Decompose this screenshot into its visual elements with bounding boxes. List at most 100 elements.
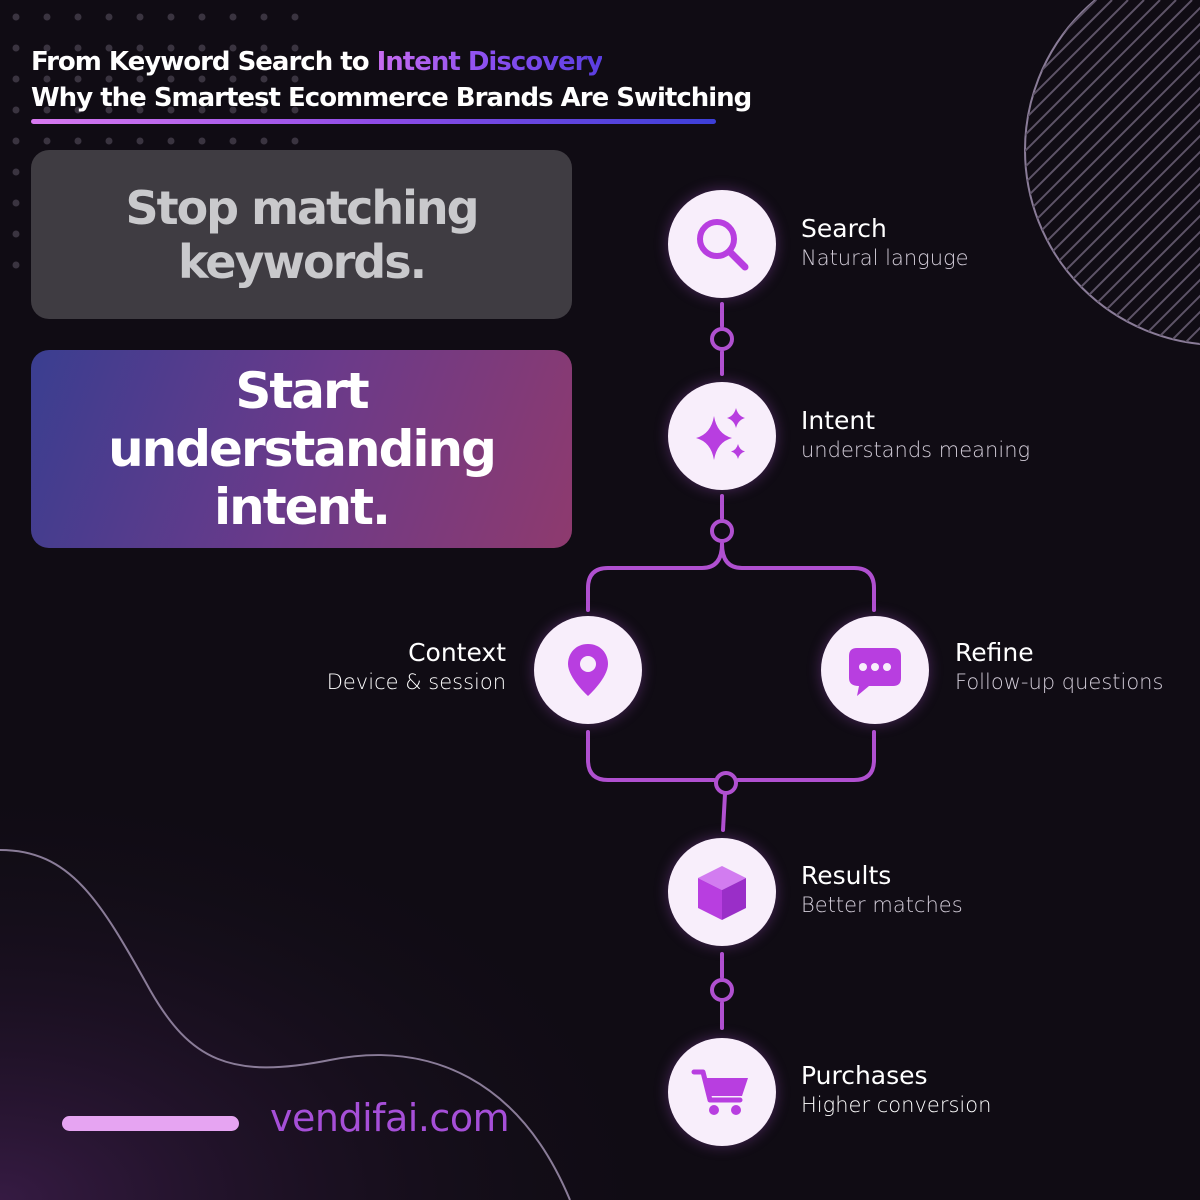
search-title: Search xyxy=(801,214,887,243)
grid-dot xyxy=(136,75,144,83)
title-underline xyxy=(31,119,716,124)
stop-matching-card: Stop matching keywords. xyxy=(31,150,572,319)
grid-dot xyxy=(198,13,206,21)
grid-dot xyxy=(229,44,237,52)
grid-dot xyxy=(229,13,237,21)
grid-dot xyxy=(167,44,175,52)
hatch-line xyxy=(1025,0,1200,345)
hatch-line xyxy=(1025,0,1177,345)
hatch-line xyxy=(1079,0,1200,345)
hatch-line xyxy=(1025,0,1200,345)
intent-desc: understands meaning xyxy=(801,438,1031,462)
grid-dot xyxy=(43,44,51,52)
grid-dot xyxy=(229,106,237,114)
grid-dot xyxy=(291,13,299,21)
grid-dot xyxy=(198,44,206,52)
grid-dot xyxy=(74,137,82,145)
grid-dot xyxy=(167,137,175,145)
start-understanding-card: Start understanding intent. xyxy=(31,350,572,548)
grid-dot xyxy=(12,261,20,269)
grid-dot xyxy=(74,106,82,114)
intent-label: Intent understands meaning xyxy=(801,406,1030,464)
context-label: Context Device & session xyxy=(327,638,506,696)
location-pin-icon xyxy=(568,644,608,696)
grid-dot xyxy=(12,75,20,83)
hatch-line xyxy=(1025,0,1145,345)
footer-url[interactable]: vendifai.com xyxy=(270,1096,510,1140)
hatch-line xyxy=(1127,0,1200,345)
hatch-line xyxy=(1025,0,1129,345)
results-label: Results Better matches xyxy=(801,861,963,919)
search-label: Search Natural languge xyxy=(801,214,969,272)
package-box-icon xyxy=(698,866,746,920)
context-node xyxy=(534,616,642,724)
stop-matching-text: Stop matching keywords. xyxy=(125,180,479,289)
grid-dot xyxy=(105,13,113,21)
grid-dot xyxy=(167,13,175,21)
grid-dot xyxy=(12,13,20,21)
grid-dot xyxy=(105,75,113,83)
title-line1-prefix: From Keyword Search to xyxy=(31,47,377,77)
hatch-line xyxy=(1025,0,1200,345)
page-title: From Keyword Search to Intent Discovery … xyxy=(31,44,752,116)
title-line2: Why the Smartest Ecommerce Brands Are Sw… xyxy=(31,83,752,113)
grid-dot xyxy=(260,137,268,145)
grid-dot xyxy=(291,44,299,52)
grid-dot xyxy=(12,168,20,176)
refine-title: Refine xyxy=(955,638,1034,667)
hatch-line xyxy=(1025,0,1200,345)
hatch-line xyxy=(1025,0,1161,345)
search-desc: Natural languge xyxy=(801,246,969,270)
grid-dot xyxy=(291,106,299,114)
shopping-cart-icon xyxy=(691,1069,748,1115)
grid-dot xyxy=(74,13,82,21)
circle-hatching xyxy=(1025,0,1200,345)
grid-dot xyxy=(229,137,237,145)
connector-rings xyxy=(710,327,738,1002)
results-desc: Better matches xyxy=(801,893,963,917)
grid-dot xyxy=(12,106,20,114)
results-node xyxy=(668,838,776,946)
hatch-line xyxy=(1025,0,1200,345)
context-desc: Device & session xyxy=(326,670,506,694)
grid-dot xyxy=(12,44,20,52)
purchases-desc: Higher conversion xyxy=(801,1093,992,1117)
intent-title: Intent xyxy=(801,406,876,435)
grid-dot xyxy=(198,75,206,83)
start-understanding-text: Start understanding intent. xyxy=(108,362,497,536)
search-icon xyxy=(697,219,749,271)
grid-dot xyxy=(198,137,206,145)
grid-dot xyxy=(43,75,51,83)
purchases-title: Purchases xyxy=(801,1061,928,1090)
grid-dot xyxy=(260,44,268,52)
refine-node xyxy=(821,616,929,724)
grid-dot xyxy=(167,75,175,83)
grid-dot xyxy=(12,199,20,207)
title-line1-accent: Intent Discovery xyxy=(376,47,604,77)
grid-dot xyxy=(198,106,206,114)
grid-dot xyxy=(136,44,144,52)
grid-dot xyxy=(105,137,113,145)
flow-connectors xyxy=(586,302,876,1030)
grid-dot xyxy=(136,13,144,21)
refine-label: Refine Follow-up questions xyxy=(955,638,1163,696)
grid-dot xyxy=(12,230,20,238)
grid-dot xyxy=(260,13,268,21)
hatch-line xyxy=(1025,0,1200,345)
grid-dot xyxy=(43,13,51,21)
hatch-line xyxy=(1025,0,1193,345)
hatch-line xyxy=(1025,0,1200,345)
hatch-line xyxy=(1111,0,1200,345)
purchases-label: Purchases Higher conversion xyxy=(801,1061,991,1119)
hatch-line xyxy=(1025,0,1097,345)
grid-dot xyxy=(43,137,51,145)
grid-dot xyxy=(105,44,113,52)
wave-line xyxy=(0,849,571,1200)
grid-dot xyxy=(74,75,82,83)
search-node xyxy=(668,190,776,298)
hatch-line xyxy=(1025,0,1113,345)
grid-dot xyxy=(260,75,268,83)
hatch-line xyxy=(1025,0,1200,345)
grid-dot xyxy=(12,137,20,145)
results-title: Results xyxy=(801,861,892,890)
